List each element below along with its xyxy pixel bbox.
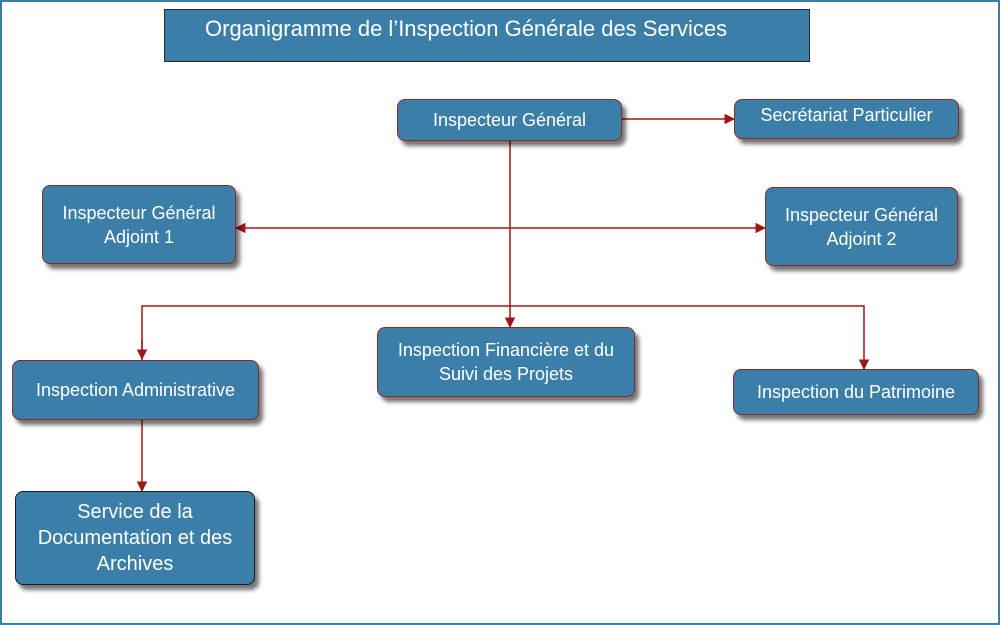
node-inspection-financiere-line-2: Suivi des Projets: [438, 364, 574, 384]
node-adjoint-2-line-1: Inspecteur Général: [784, 204, 939, 225]
node-inspection-financiere-line-1: Inspection Financière et du: [397, 340, 615, 360]
node-adjoint-2-line-2: Adjoint 2: [826, 228, 897, 249]
node-inspecteur-general: Inspecteur Général: [397, 99, 622, 141]
node-adjoint-1-line-1: Inspecteur Général: [62, 202, 216, 223]
node-adjoint-1-line-2: Adjoint 1: [103, 226, 175, 247]
node-inspection-financiere: Inspection Financière et du Suivi des Pr…: [377, 327, 635, 397]
node-service-documentation-line-2: Documentation et des: [37, 527, 233, 549]
node-service-documentation-line-3: Archives: [96, 553, 174, 575]
node-secretariat: Secrétariat Particulier: [734, 99, 959, 139]
node-inspection-administrative-label: Inspection Administrative: [35, 380, 236, 400]
node-adjoint-2: Inspecteur Général Adjoint 2: [765, 187, 958, 266]
node-adjoint-1: Inspecteur Général Adjoint 1: [42, 185, 236, 264]
node-inspection-patrimoine-label: Inspection du Patrimoine: [756, 382, 956, 402]
chart-title: Organigramme de l’Inspection Générale de…: [164, 9, 810, 62]
node-secretariat-label: Secrétariat Particulier: [760, 105, 933, 125]
node-inspection-administrative: Inspection Administrative: [12, 360, 259, 420]
node-service-documentation-line-1: Service de la: [77, 501, 193, 523]
node-inspection-patrimoine: Inspection du Patrimoine: [733, 369, 979, 415]
node-service-documentation: Service de la Documentation et des Archi…: [15, 491, 255, 585]
node-inspecteur-general-label: Inspecteur Général: [432, 110, 587, 130]
